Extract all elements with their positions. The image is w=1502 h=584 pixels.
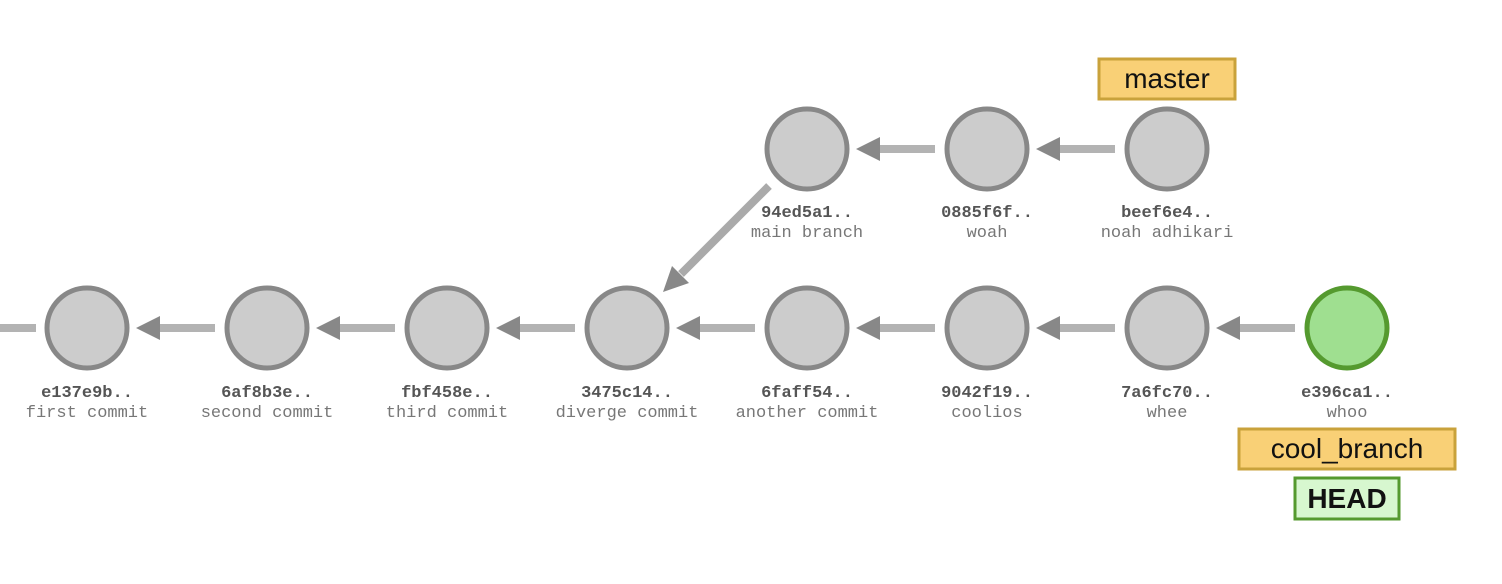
commit-hash: e396ca1.. <box>1301 384 1393 403</box>
commit-node[interactable] <box>764 285 850 371</box>
commit-hash: 7a6fc70.. <box>1121 384 1213 403</box>
commit-message: noah adhikari <box>1101 224 1234 243</box>
commit-node[interactable] <box>1124 106 1210 192</box>
commit-message: coolios <box>951 404 1022 423</box>
edge-7a6fc70-9042f19 <box>1036 316 1115 340</box>
commit-hash: 0885f6f.. <box>941 204 1033 223</box>
commit-hash: beef6e4.. <box>1121 204 1213 223</box>
commit-node[interactable] <box>944 106 1030 192</box>
edge-fbf458e-6af8b3e <box>316 316 395 340</box>
branch-label-box[interactable] <box>1237 427 1457 471</box>
ref-cool-branch[interactable]: cool_branch <box>1237 427 1457 471</box>
commit-e137e9b[interactable]: e137e9b.. first commit <box>26 285 148 423</box>
commit-message: second commit <box>201 404 334 423</box>
edge-94ed5a1-3475c14 <box>663 183 772 292</box>
commit-fbf458e[interactable]: fbf458e.. third commit <box>386 285 508 423</box>
commit-message: whoo <box>1327 404 1368 423</box>
commit-6faff54[interactable]: 6faff54.. another commit <box>736 285 879 423</box>
commit-message: first commit <box>26 404 148 423</box>
commit-node[interactable] <box>944 285 1030 371</box>
commit-node[interactable] <box>1124 285 1210 371</box>
head-label-box[interactable] <box>1293 476 1401 521</box>
commit-message: diverge commit <box>556 404 699 423</box>
edge-9042f19-6faff54 <box>856 316 935 340</box>
branch-label: cool_branch <box>1271 433 1424 464</box>
commit-hash: e137e9b.. <box>41 384 133 403</box>
commit-7a6fc70[interactable]: 7a6fc70.. whee <box>1121 285 1213 423</box>
commit-node[interactable] <box>44 285 130 371</box>
head-commit-node[interactable] <box>1304 285 1390 371</box>
edge-e396ca1-7a6fc70 <box>1216 316 1295 340</box>
commit-node[interactable] <box>764 106 850 192</box>
edge-beef6e4-0885f6f <box>1036 137 1115 161</box>
commit-6af8b3e[interactable]: 6af8b3e.. second commit <box>201 285 334 423</box>
ref-head[interactable]: HEAD <box>1293 476 1401 521</box>
commit-hash: fbf458e.. <box>401 384 493 403</box>
ref-master[interactable]: master <box>1097 57 1237 101</box>
commit-message: woah <box>967 224 1008 243</box>
edge-0885f6f-94ed5a1 <box>856 137 935 161</box>
edge-3475c14-fbf458e <box>496 316 575 340</box>
commit-message: another commit <box>736 404 879 423</box>
commit-hash: 94ed5a1.. <box>761 204 853 223</box>
branch-label-box[interactable] <box>1097 57 1237 101</box>
commit-message: third commit <box>386 404 508 423</box>
commit-hash: 6af8b3e.. <box>221 384 313 403</box>
commit-9042f19[interactable]: 9042f19.. coolios <box>941 285 1033 423</box>
commit-node[interactable] <box>584 285 670 371</box>
commit-node[interactable] <box>224 285 310 371</box>
commit-message: whee <box>1147 404 1188 423</box>
head-label: HEAD <box>1307 483 1386 514</box>
commit-message: main branch <box>751 224 863 243</box>
commit-node[interactable] <box>404 285 490 371</box>
edge-6faff54-3475c14 <box>676 316 755 340</box>
commit-beef6e4[interactable]: beef6e4.. noah adhikari <box>1101 106 1234 243</box>
commit-hash: 3475c14.. <box>581 384 673 403</box>
commit-3475c14[interactable]: 3475c14.. diverge commit <box>556 285 699 423</box>
commit-hash: 9042f19.. <box>941 384 1033 403</box>
edge-6af8b3e-e137e9b <box>136 316 215 340</box>
commit-94ed5a1[interactable]: 94ed5a1.. main branch <box>751 106 863 243</box>
commit-hash: 6faff54.. <box>761 384 853 403</box>
commit-0885f6f[interactable]: 0885f6f.. woah <box>941 106 1033 243</box>
branch-label: master <box>1124 63 1210 94</box>
commit-e396ca1[interactable]: e396ca1.. whoo <box>1301 285 1393 423</box>
